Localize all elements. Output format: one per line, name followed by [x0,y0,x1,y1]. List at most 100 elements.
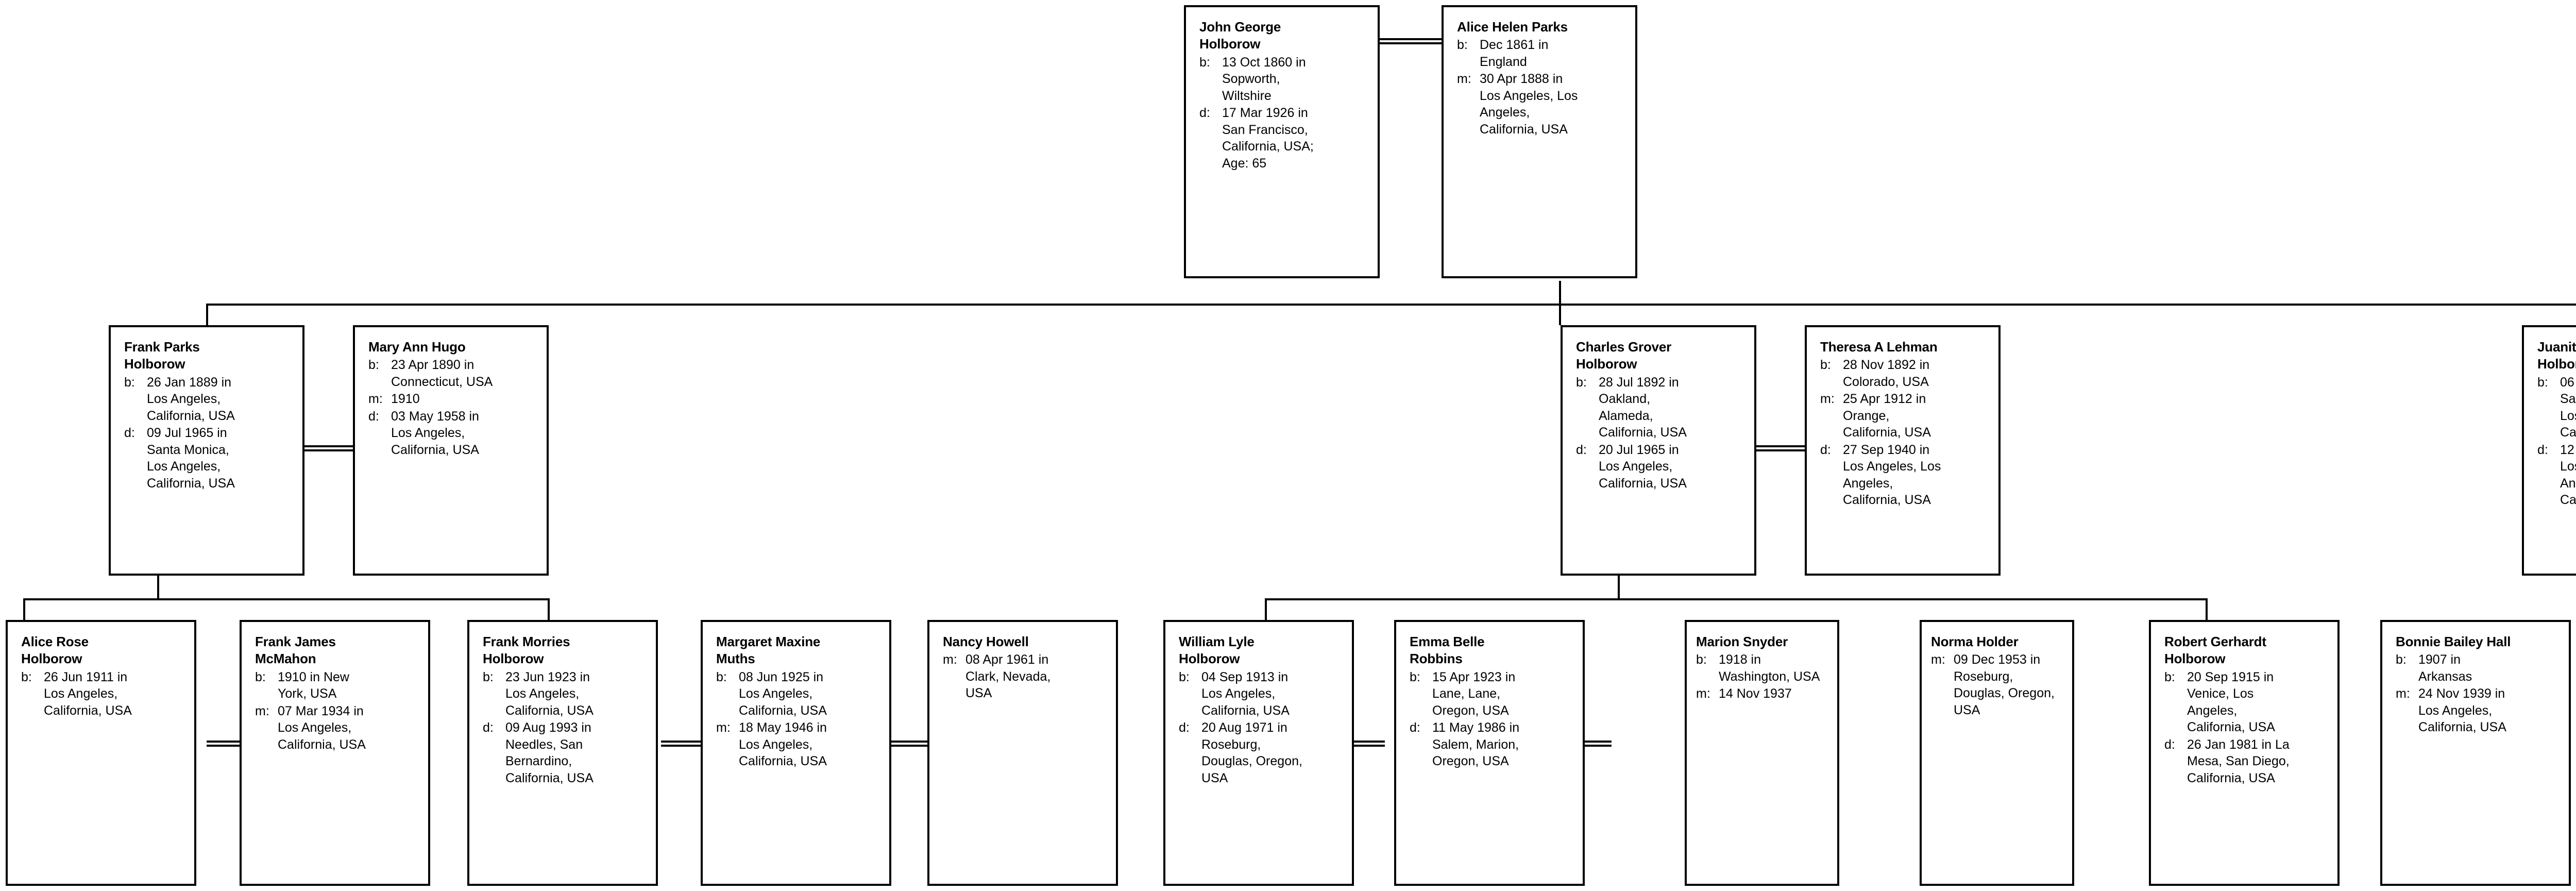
person-box-norma-holder[interactable]: Norma Holder m: 09 Dec 1953 in Roseburg,… [1920,620,2074,886]
fact-death: d: 17 Mar 1926 in San Francisco, Califor… [1199,105,1369,172]
fact-death: d: 20 Jul 1965 in Los Angeles, Californi… [1576,442,1746,492]
person-name: John George Holborow [1199,19,1281,52]
person-box-marion-snyder[interactable]: Marion Snyder b: 1918 in Washington, USA… [1685,620,1839,886]
fact-birth: b: 15 Apr 1923 in Lane, Lane, Oregon, US… [1410,669,1574,719]
person-box-margaret-maxine-muths[interactable]: Margaret Maxine Muths b: 08 Jun 1925 in … [701,620,891,886]
fact-value: Dec 1861 in England [1480,38,1549,69]
fact-key: d: [1820,442,1831,457]
fact-key: m: [1931,652,1945,667]
fact-marriage: m: 1910 [368,391,538,408]
fact-key: b: [368,358,379,373]
marriage-connector-frankm-nancy [888,741,931,747]
fact-value: 1918 in Washington, USA [1719,652,1820,684]
person-box-mary-ann-hugo[interactable]: Mary Ann Hugo b: 23 Apr 1890 in Connecti… [353,325,549,576]
fact-marriage: m: 24 Nov 1939 in Los Angeles, Californi… [2396,685,2561,736]
marriage-connector-charles-theresa [1756,445,1805,451]
fact-value: 13 Oct 1860 in Sopworth, Wiltshire [1222,55,1306,103]
fact-value: 04 Sep 1913 in Los Angeles, California, … [1201,669,1290,718]
fact-birth: b: 1918 in Washington, USA [1696,651,1829,685]
fact-value: 28 Nov 1892 in Colorado, USA [1843,358,1930,389]
fact-value: 08 Jun 1925 in Los Angeles, California, … [739,669,827,718]
fact-value: 25 Apr 1912 in Orange, California, USA [1843,392,1931,440]
person-box-theresa-a-lehman[interactable]: Theresa A Lehman b: 28 Nov 1892 in Color… [1805,325,2001,576]
fact-value: 1910 [391,392,420,407]
person-name: Alice Rose Holborow [21,634,89,667]
gen3-drop-william-lyle [1265,598,1267,620]
fact-value: 17 Mar 1926 in San Francisco, California… [1222,106,1314,171]
person-name: Juanita Alice Holborow [2537,339,2576,372]
gen1-down-stem [1559,281,1561,306]
fact-marriage: m: 09 Dec 1953 in Roseburg, Douglas, Ore… [1931,651,2064,718]
fact-marriage: m: 14 Nov 1937 [1696,685,1829,702]
fact-key: d: [2164,737,2175,752]
fact-key: d: [1199,106,1210,121]
fact-death: d: 09 Aug 1993 in Needles, San Bernardin… [483,719,648,786]
fact-birth: b: 1907 in Arkansas [2396,651,2561,685]
fact-birth: b: 1910 in New York, USA [255,669,420,702]
fact-birth: b: 28 Jul 1892 in Oakland, Alameda, Cali… [1576,374,1746,441]
person-name: Theresa A Lehman [1820,339,1938,355]
fact-key: m: [716,720,731,735]
person-name: Charles Grover Holborow [1576,339,1672,372]
fact-marriage: m: 30 Apr 1888 in Los Angeles, Los Angel… [1457,71,1627,138]
fact-value: 1907 in Arkansas [2418,652,2472,684]
fact-value: 30 Apr 1888 in Los Angeles, Los Angeles,… [1480,72,1578,137]
person-box-emma-belle-robbins[interactable]: Emma Belle Robbins b: 15 Apr 1923 in Lan… [1394,620,1585,886]
person-box-alice-rose-holborow[interactable]: Alice Rose Holborow b: 26 Jun 1911 in Lo… [6,620,196,886]
fact-death: d: 11 May 1986 in Salem, Marion, Oregon,… [1410,719,1574,770]
fact-marriage: m: 25 Apr 1912 in Orange, California, US… [1820,391,1990,441]
fact-key: m: [1696,686,1710,701]
fact-value: 06 Feb 1899 in Santa Monica, Los Angeles… [2560,375,2576,440]
fact-key: b: [1696,652,1707,667]
person-box-alice-helen-parks[interactable]: Alice Helen Parks b: Dec 1861 in England… [1442,5,1637,278]
fact-value: 14 Nov 1937 [1719,686,1792,701]
fact-birth: b: 13 Oct 1860 in Sopworth, Wiltshire [1199,54,1369,105]
person-box-william-lyle-holborow[interactable]: William Lyle Holborow b: 04 Sep 1913 in … [1163,620,1354,886]
marriage-connector-frank-mary [304,445,353,451]
fact-key: b: [124,375,135,390]
fact-value: 08 Apr 1961 in Clark, Nevada, USA [965,652,1051,701]
fact-value: 26 Jan 1981 in La Mesa, San Diego, Calif… [2187,737,2290,785]
fact-death: d: 27 Sep 1940 in Los Angeles, Los Angel… [1820,442,1990,509]
fact-key: m: [255,703,269,718]
person-name: Frank Morries Holborow [483,634,570,667]
person-name: Frank Parks Holborow [124,339,200,372]
gen3-drop-alice-rose [23,598,25,620]
gen2-sibling-bar [206,304,2576,306]
fact-key: d: [2537,442,2548,457]
person-box-juanita-alice-holborow[interactable]: Juanita Alice Holborow b: 06 Feb 1899 in… [2522,325,2576,576]
fact-key: d: [124,426,135,441]
fact-key: m: [2396,686,2410,701]
fact-death: d: 20 Aug 1971 in Roseburg, Douglas, Ore… [1179,719,1344,786]
person-name: Nancy Howell [943,634,1029,649]
fact-value: 1910 in New York, USA [278,669,349,701]
fact-value: 20 Jul 1965 in Los Angeles, California, … [1599,442,1687,491]
person-box-john-george-holborow[interactable]: John George Holborow b: 13 Oct 1860 in S… [1184,5,1380,278]
fact-birth: b: 26 Jun 1911 in Los Angeles, Californi… [21,669,186,719]
fact-key: b: [255,669,266,684]
person-name: Robert Gerhardt Holborow [2164,634,2266,667]
person-box-robert-gerhardt-holborow[interactable]: Robert Gerhardt Holborow b: 20 Sep 1915 … [2149,620,2340,886]
fact-birth: b: 26 Jan 1889 in Los Angeles, Californi… [124,374,294,425]
gen3-drop-frank-morries [548,598,550,620]
fact-key: m: [943,652,957,667]
person-box-nancy-howell[interactable]: Nancy Howell m: 08 Apr 1961 in Clark, Ne… [927,620,1118,886]
person-box-frank-morries-holborow[interactable]: Frank Morries Holborow b: 23 Jun 1923 in… [467,620,658,886]
person-box-bonnie-bailey-hall[interactable]: Bonnie Bailey Hall b: 1907 in Arkansas m… [2380,620,2571,886]
person-box-frank-parks-holborow[interactable]: Frank Parks Holborow b: 26 Jan 1889 in L… [109,325,304,576]
fact-key: b: [1179,669,1190,684]
marriage-connector-frankm-margaret [661,741,704,747]
fact-key: b: [1820,358,1831,373]
gen3-stem-charles-theresa [1618,576,1620,600]
marriage-connector-william-marion [1568,741,1612,747]
fact-key: b: [21,669,32,684]
person-box-frank-james-mcmahon[interactable]: Frank James McMahon b: 1910 in New York,… [240,620,430,886]
fact-value: 12 Jun 1964 in Los Angeles, Los Angeles,… [2560,442,2576,508]
gen3-sibling-bar-left [23,598,550,600]
marriage-connector-alice-frankj [207,741,250,747]
fact-key: d: [368,409,379,424]
fact-birth: b: 23 Jun 1923 in Los Angeles, Californi… [483,669,648,719]
marriage-connector-william-emma [1342,741,1385,747]
person-box-charles-grover-holborow[interactable]: Charles Grover Holborow b: 28 Jul 1892 i… [1561,325,1756,576]
